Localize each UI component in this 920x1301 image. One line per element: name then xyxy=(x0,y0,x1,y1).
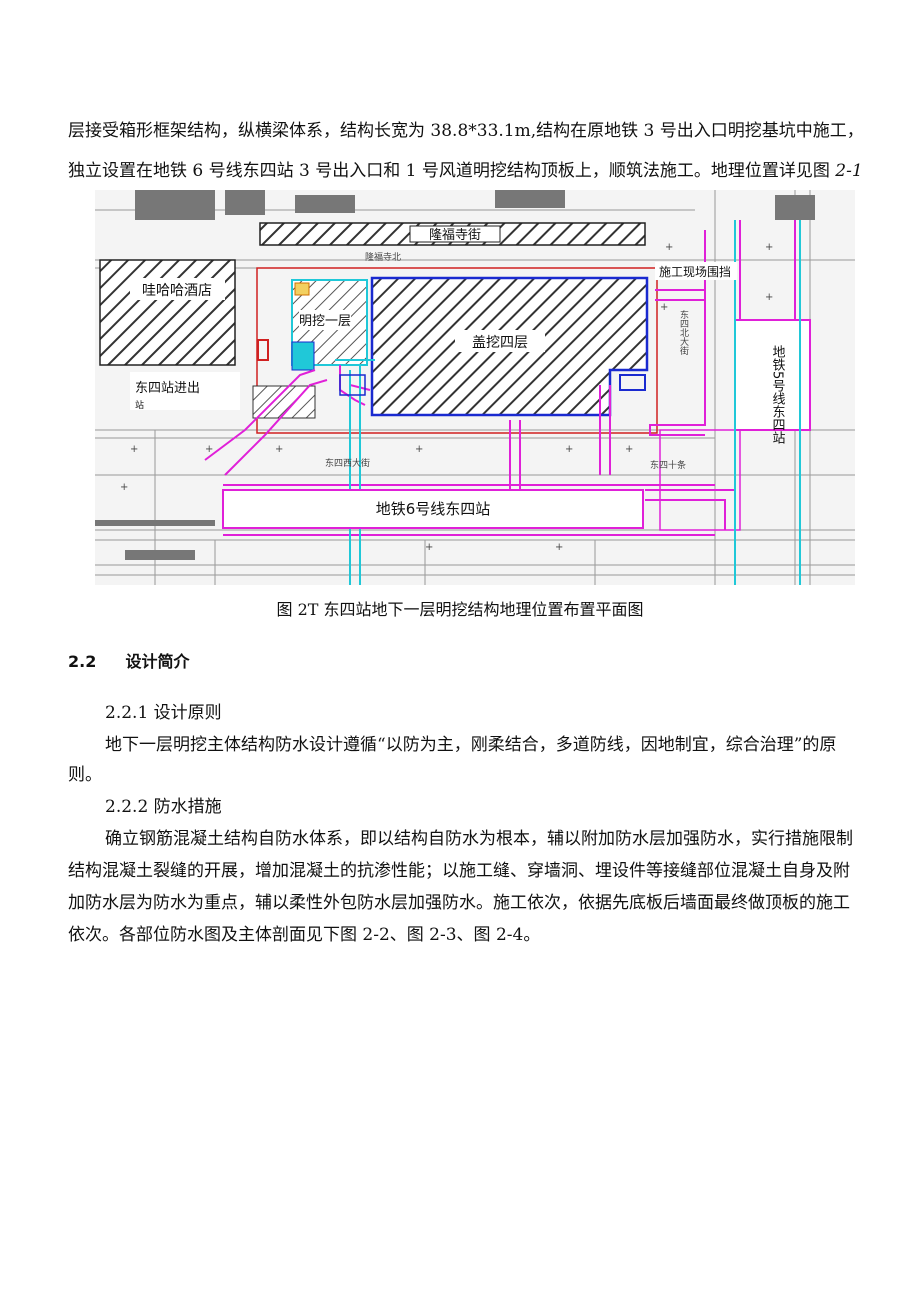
svg-text:+: + xyxy=(665,242,673,253)
label-right-station: 地铁5号线东四站 xyxy=(770,345,786,445)
site-plan-figure: 隆福寺街 隆福寺北 哇哈哈酒店 东四站进出 站 明挖一层 盖挖四层 xyxy=(95,190,855,585)
subsection-2-line-3: 加防水层为防水为重点，辅以柔性外包防水层加强防水。施工依次，依据先底板后墙面最终… xyxy=(68,893,850,913)
subsection-2-title: 2.2.2 防水措施 xyxy=(105,797,222,817)
svg-text:+: + xyxy=(130,444,138,455)
label-street-south-2: 东四十条 xyxy=(650,459,686,471)
label-cover-cut: 盖挖四层 xyxy=(472,335,528,351)
figure-reference: 2-1 xyxy=(835,161,863,181)
label-exit: 东四站进出 xyxy=(135,381,200,396)
exit-label-box xyxy=(130,372,240,410)
section-number: 2.2 xyxy=(68,652,97,671)
subsection-2-line-4: 依次。各部位防水图及主体剖面见下图 2-2、图 2-3、图 2-4。 xyxy=(68,925,541,945)
svg-text:+: + xyxy=(415,444,423,455)
right-station-box xyxy=(734,319,811,431)
small-blue-structure xyxy=(619,374,646,391)
svg-text:+: + xyxy=(765,242,773,253)
subsection-2-line-1: 确立钢筋混凝土结构自防水体系，即以结构自防水为根本，辅以附加防水层加强防水，实行… xyxy=(105,829,853,849)
background-blocks xyxy=(95,190,815,560)
label-open-cut: 明挖一层 xyxy=(299,314,351,329)
right-passage-box xyxy=(659,429,741,531)
passage-lines-cyan xyxy=(335,220,801,585)
subsection-1-line-1: 地下一层明挖主体结构防水设计遵循“以防为主，刚柔结合，多道防线，因地制宜，综合治… xyxy=(105,735,837,755)
svg-text:+: + xyxy=(120,482,128,493)
subsection-1-title: 2.2.1 设计原则 xyxy=(105,703,222,723)
red-marker xyxy=(257,339,269,361)
label-site-fence: 施工现场围挡 xyxy=(659,265,731,279)
label-station: 地铁6号线东四站 xyxy=(376,500,491,518)
section-heading: 2.2 设计简介 xyxy=(68,651,190,673)
label-road-small: 隆福寺北 xyxy=(365,251,401,263)
subsection-2-line-2: 结构混凝土裂缝的开展，增加混凝土的抗渗性能；以施工缝、穿墙洞、埋设件等接缝部位混… xyxy=(68,861,850,881)
label-exit-continuation: 站 xyxy=(135,399,144,411)
intro-line-2: 独立设置在地铁 6 号线东四站 3 号出入口和 1 号风道明挖结构顶板上，顺筑法… xyxy=(68,160,863,182)
svg-text:+: + xyxy=(275,444,283,455)
section-title: 设计简介 xyxy=(125,652,190,671)
intro-line-2-text: 独立设置在地铁 6 号线东四站 3 号出入口和 1 号风道明挖结构顶板上，顺筑法… xyxy=(68,161,830,181)
svg-text:+: + xyxy=(765,292,773,303)
subway-station-line6 xyxy=(222,489,644,529)
svg-text:+: + xyxy=(555,542,563,553)
svg-text:+: + xyxy=(625,444,633,455)
svg-text:+: + xyxy=(660,302,668,313)
label-top-road: 隆福寺街 xyxy=(429,228,481,243)
svg-text:+: + xyxy=(425,542,433,553)
label-street-south-1: 东四西大街 xyxy=(325,457,370,469)
svg-text:+: + xyxy=(565,444,573,455)
label-vertical-road: 东四北大街 xyxy=(678,309,689,356)
figure-caption: 图 2T 东四站地下一层明挖结构地理位置布置平面图 xyxy=(276,600,644,619)
road-markers: + + + + + + + + + + + + + xyxy=(120,242,773,553)
intro-line-1: 层接受箱形框架结构，纵横梁体系，结构长宽为 38.8*33.1m,结构在原地铁 … xyxy=(68,121,864,141)
svg-text:+: + xyxy=(205,444,213,455)
hotel-building xyxy=(99,259,236,366)
label-hotel: 哇哈哈酒店 xyxy=(142,283,212,299)
subsection-1-line-2: 则。 xyxy=(68,765,102,785)
